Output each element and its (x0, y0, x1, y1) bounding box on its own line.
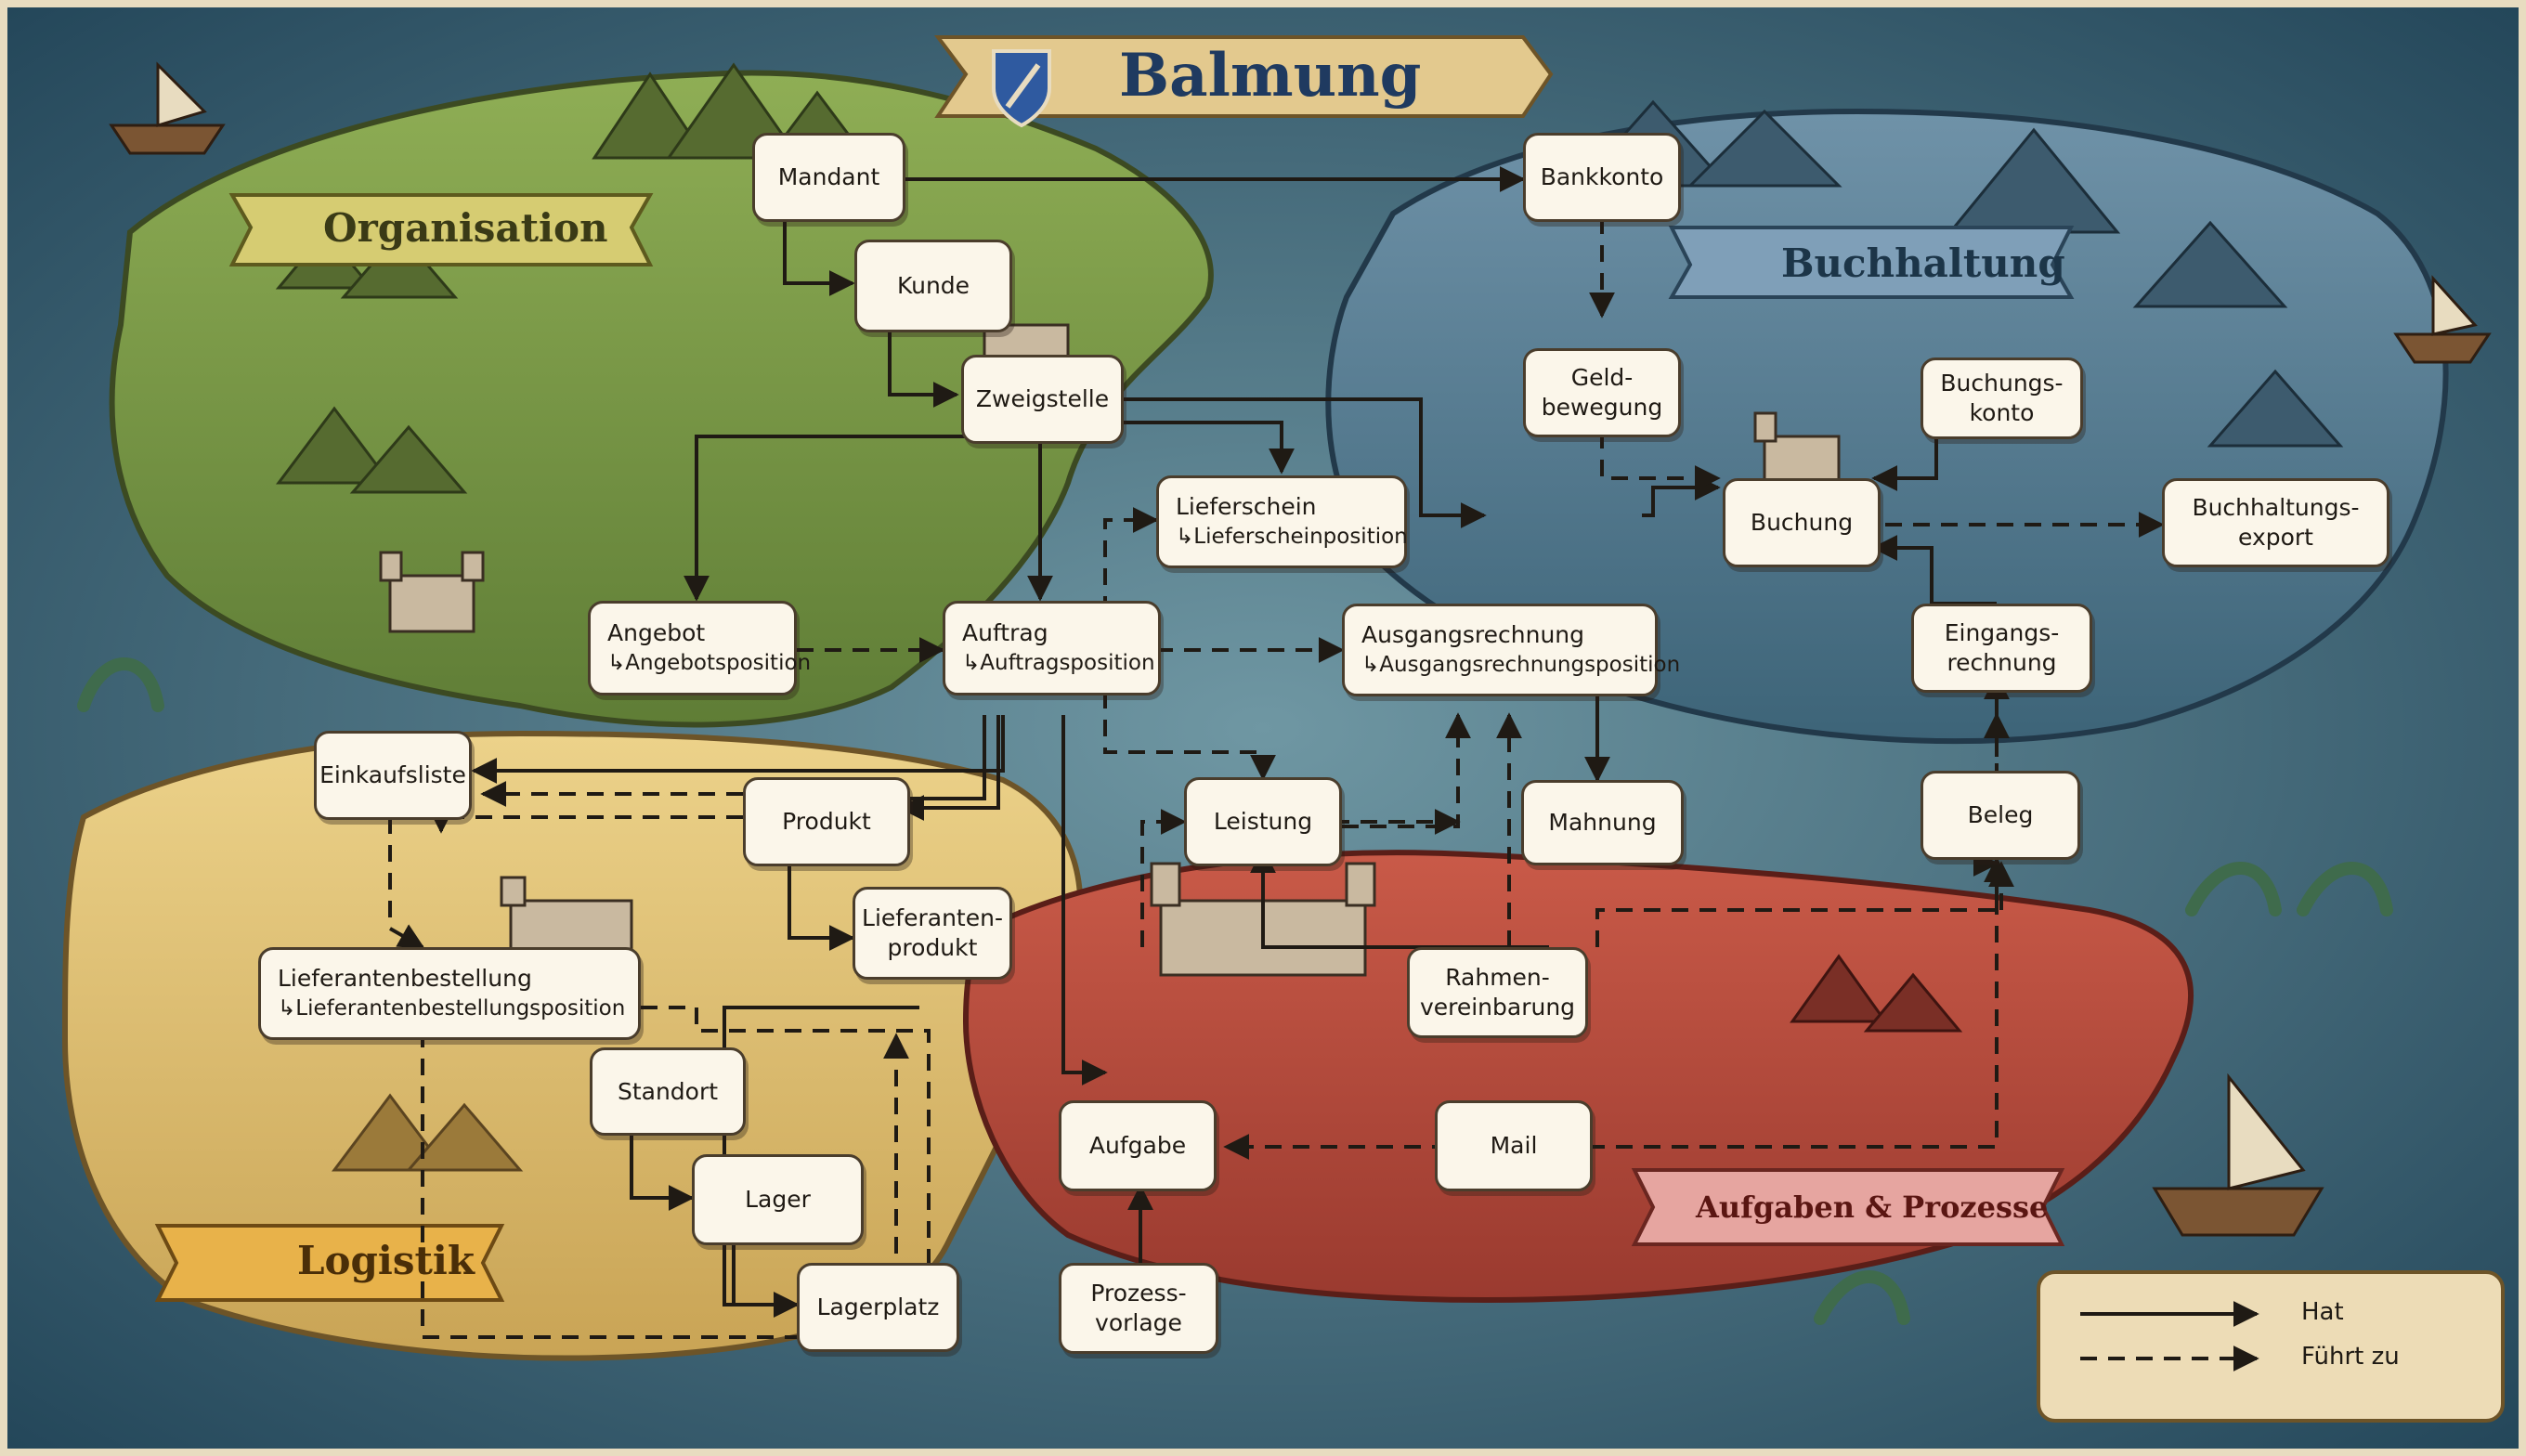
node-label: Lagerplatz (816, 1294, 940, 1320)
region-label-organisation: Organisation (323, 205, 608, 251)
node-zweigstelle[interactable]: Zweigstelle (961, 355, 1124, 444)
node-label: Mail (1490, 1132, 1538, 1159)
node-label: Produkt (782, 808, 871, 835)
node-label: Mandant (777, 163, 880, 190)
node-beleg[interactable]: Beleg (1921, 771, 2080, 860)
node-mandant[interactable]: Mandant (752, 133, 905, 222)
node-label: Eingangs- (1944, 619, 2060, 646)
node-buchhaltungsexport[interactable]: Buchhaltungs- export (2162, 478, 2389, 567)
banner-logistik (154, 1224, 505, 1302)
node-sublabel: ↳Angebotsposition (607, 651, 812, 675)
node-angebot[interactable]: Angebot ↳Angebotsposition (588, 601, 811, 696)
region-label-aufgaben: Aufgaben & Prozesse (1696, 1190, 2049, 1225)
node-label: Lieferanten- (862, 904, 1003, 931)
mountains-logistik (332, 1093, 524, 1172)
node-sublabel: ↳Auftragsposition (962, 651, 1155, 675)
node-leistung[interactable]: Leistung (1184, 777, 1342, 866)
node-label: bewegung (1541, 394, 1663, 421)
legend-scroll (2037, 1270, 2505, 1423)
node-eingangsrechnung[interactable]: Eingangs- rechnung (1911, 604, 2092, 693)
banner-aufgaben (1631, 1168, 2065, 1246)
node-bankkonto[interactable]: Bankkonto (1523, 133, 1681, 222)
node-auftrag[interactable]: Auftrag ↳Auftragsposition (943, 601, 1161, 696)
node-rahmenvereinbarung[interactable]: Rahmen- vereinbarung (1407, 947, 1588, 1038)
node-label: Ausgangsrechnung (1361, 621, 1585, 648)
node-standort[interactable]: Standort (590, 1047, 746, 1136)
node-label: Geld- (1570, 364, 1634, 391)
edges-fuehrt-zu (388, 217, 2165, 1339)
legend-label-fuehrt-zu: Führt zu (2301, 1343, 2400, 1371)
node-label: Beleg (1967, 801, 2034, 828)
banner-organisation (228, 193, 654, 266)
node-lieferschein[interactable]: Lieferschein ↳Lieferscheinposition (1156, 475, 1408, 568)
node-label: vereinbarung (1419, 994, 1576, 1020)
node-label: Einkaufsliste (319, 761, 466, 788)
node-label: konto (1969, 399, 2035, 426)
node-lager[interactable]: Lager (692, 1154, 864, 1245)
node-sublabel: ↳Ausgangsrechnungsposition (1361, 653, 1681, 677)
rocks-aufgaben (1790, 954, 1963, 1033)
node-buchung[interactable]: Buchung (1723, 478, 1881, 567)
serpent-icons (77, 657, 2393, 1325)
title-banner (934, 35, 1554, 128)
node-label: Angebot (607, 619, 706, 646)
node-buchungskonto[interactable]: Buchungs- konto (1921, 358, 2083, 439)
page-title: Balmung (1119, 41, 1422, 110)
node-label: Leistung (1213, 808, 1313, 835)
node-ausgangsrechnung[interactable]: Ausgangsrechnung ↳Ausgangsrechnungsposit… (1342, 604, 1680, 696)
region-label-buchhaltung: Buchhaltung (1781, 240, 2065, 286)
node-mahnung[interactable]: Mahnung (1521, 780, 1684, 865)
node-label: Kunde (896, 272, 970, 299)
node-kunde[interactable]: Kunde (854, 240, 1012, 332)
region-label-logistik: Logistik (297, 1238, 475, 1283)
node-lagerplatz[interactable]: Lagerplatz (797, 1263, 959, 1352)
ship-icons (109, 61, 2492, 1237)
banner-buchhaltung (1668, 226, 2075, 299)
node-aufgabe[interactable]: Aufgabe (1059, 1100, 1217, 1191)
node-sublabel: ↳Lieferantenbestellungsposition (278, 996, 626, 1020)
node-label: Bankkonto (1540, 163, 1664, 190)
node-label: Lieferantenbestellung (278, 965, 532, 992)
node-mail[interactable]: Mail (1435, 1100, 1593, 1191)
node-label: Standort (617, 1077, 719, 1105)
node-label: Auftrag (962, 619, 1048, 646)
node-sublabel: ↳Lieferscheinposition (1176, 525, 1408, 549)
node-label: produkt (887, 934, 978, 961)
node-lieferantenbestellung[interactable]: Lieferantenbestellung ↳Lieferantenbestel… (258, 947, 641, 1040)
node-label: Rahmen- (1445, 964, 1550, 991)
legend-label-hat: Hat (2301, 1298, 2344, 1326)
node-label: Buchungs- (1940, 370, 2064, 396)
node-produkt[interactable]: Produkt (743, 777, 910, 866)
node-label: export (2238, 524, 2313, 551)
node-label: Buchung (1750, 509, 1854, 536)
node-lieferantenprodukt[interactable]: Lieferanten- produkt (853, 887, 1012, 980)
node-label: Lager (745, 1186, 811, 1213)
node-label: rechnung (1947, 649, 2057, 676)
node-label: Zweigstelle (975, 385, 1110, 412)
node-prozessvorlage[interactable]: Prozess- vorlage (1059, 1263, 1218, 1354)
node-einkaufsliste[interactable]: Einkaufsliste (314, 731, 472, 820)
node-label: Prozess- (1090, 1280, 1187, 1306)
node-label: Buchhaltungs- (2192, 494, 2360, 521)
node-label: Mahnung (1548, 809, 1657, 836)
node-label: Aufgabe (1088, 1132, 1187, 1159)
node-label: vorlage (1095, 1309, 1182, 1336)
node-label: Lieferschein (1176, 493, 1317, 520)
node-geldbewegung[interactable]: Geld- bewegung (1523, 348, 1681, 437)
